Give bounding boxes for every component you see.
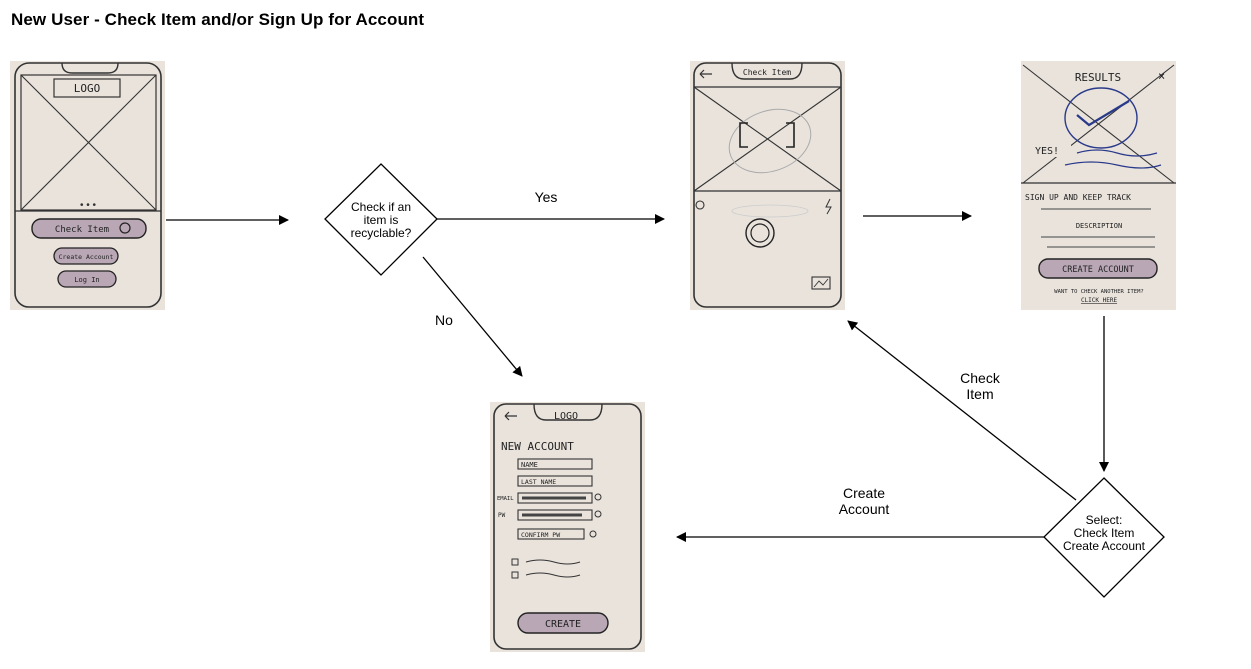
page-title: New User - Check Item and/or Sign Up for… bbox=[11, 10, 425, 29]
new-account-create-button: CREATE bbox=[545, 619, 581, 630]
results-header: RESULTS bbox=[1075, 71, 1121, 84]
edge-label-yes: Yes bbox=[534, 189, 558, 205]
new-account-screen-sketch: LOGO NEW ACCOUNT NAME LAST NAME EMAIL PW… bbox=[490, 402, 645, 652]
edge-label-no: No bbox=[435, 312, 453, 328]
home-logo-text: LOGO bbox=[74, 82, 101, 95]
new-account-name-field: NAME bbox=[521, 461, 538, 469]
new-account-confirm-pw-field: CONFIRM PW bbox=[521, 531, 560, 539]
new-account-email-label: EMAIL bbox=[497, 496, 514, 502]
select-option-create-account: Create Account bbox=[1062, 539, 1146, 553]
decision-recyclable-label: Check if an item is recyclable? bbox=[350, 200, 412, 240]
arrow-no bbox=[422, 256, 523, 377]
results-screen-sketch: RESULTS × YES! SIGN UP AND KEEP TRACK DE… bbox=[1021, 61, 1176, 310]
select-heading: Select: bbox=[1085, 513, 1123, 527]
select-option-check-item: Check Item bbox=[1073, 526, 1135, 540]
new-account-heading: NEW ACCOUNT bbox=[501, 440, 574, 453]
decision-select-label: Select: Check Item Create Account bbox=[1054, 514, 1154, 553]
results-click-here-link: CLICK HERE bbox=[1081, 297, 1118, 304]
new-account-last-name-field: LAST NAME bbox=[521, 478, 556, 486]
edge-label-check-item: Check Item bbox=[960, 370, 1000, 402]
results-close-icon: × bbox=[1158, 69, 1165, 83]
results-create-account-button: CREATE ACCOUNT bbox=[1062, 265, 1134, 275]
home-check-item-button: Check Item bbox=[55, 225, 109, 235]
check-item-screen-sketch: Check Item bbox=[690, 61, 845, 310]
home-login-button: Log In bbox=[74, 276, 99, 284]
results-description: DESCRIPTION bbox=[1076, 222, 1122, 230]
results-signup-heading: SIGN UP AND KEEP TRACK bbox=[1025, 193, 1131, 202]
results-yes-text: YES! bbox=[1035, 146, 1059, 157]
new-account-pw-label: PW bbox=[498, 512, 506, 519]
svg-text:• • •: • • • bbox=[80, 200, 97, 211]
decision-recyclable-diamond bbox=[324, 163, 438, 276]
home-screen-sketch: LOGO • • • Check Item Create Account Log… bbox=[10, 61, 165, 310]
home-create-account-button: Create Account bbox=[59, 253, 114, 261]
check-item-header: Check Item bbox=[743, 68, 791, 77]
arrow-check-item bbox=[847, 320, 1077, 501]
decision-select-diamond bbox=[1043, 477, 1165, 598]
new-account-logo: LOGO bbox=[554, 411, 578, 422]
edge-label-create-account: Create Account bbox=[838, 485, 890, 517]
results-check-another: WANT TO CHECK ANOTHER ITEM? bbox=[1054, 289, 1143, 295]
